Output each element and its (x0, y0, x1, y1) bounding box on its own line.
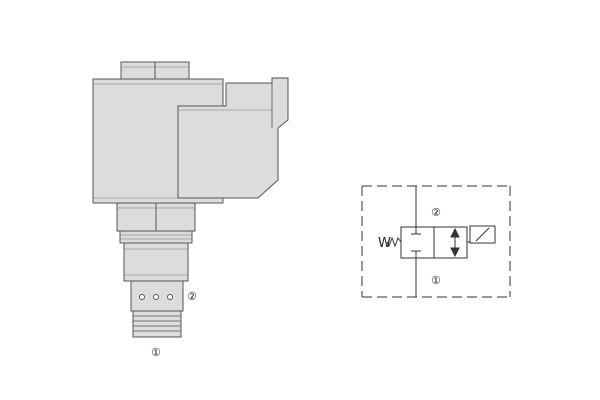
symbol-port-1-label: ① (431, 274, 441, 287)
symbol-port-2-label: ② (431, 206, 441, 219)
valve-envelope-right (433, 226, 468, 259)
port-hole (153, 294, 159, 300)
hydraulic-symbol (361, 185, 511, 298)
flow-arrow-head-down (450, 247, 460, 258)
seal-rings (132, 310, 182, 338)
drawing-port-1-label: ① (151, 346, 161, 359)
spring (386, 236, 402, 248)
thread-section (119, 230, 193, 244)
symbol-frame (361, 185, 511, 298)
port-hole (167, 294, 173, 300)
cartridge-valve-drawing (92, 61, 289, 338)
flow-arrow-head-up (450, 227, 460, 238)
valve-envelope-left (400, 226, 435, 259)
drawing-port-2-label: ② (187, 290, 197, 303)
valve-sleeve (123, 242, 189, 282)
symbol-spring-label: W (378, 236, 391, 251)
connector-housing (177, 77, 289, 199)
port-hole (139, 294, 145, 300)
